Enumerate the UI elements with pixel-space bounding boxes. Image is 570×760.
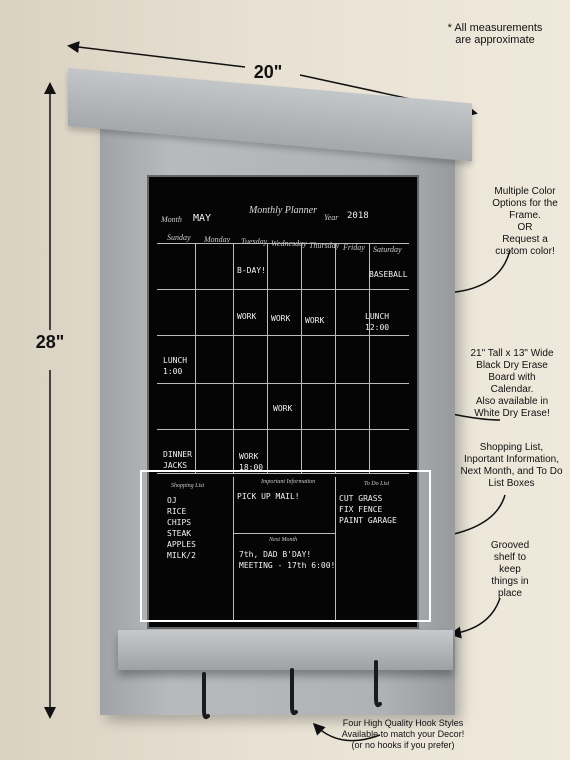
todo-list-title: To Do List bbox=[364, 481, 390, 487]
grid-line bbox=[335, 477, 336, 622]
lists-highlight-box bbox=[140, 470, 431, 622]
month-label: Month bbox=[161, 215, 182, 224]
month-value: MAY bbox=[193, 213, 212, 224]
year-value: 2018 bbox=[347, 211, 369, 221]
todo-list-items: CUT GRASS FIX FENCE PAINT GARAGE bbox=[339, 494, 397, 525]
width-arrow bbox=[67, 41, 246, 68]
grid-line bbox=[157, 335, 409, 336]
calendar-entry: B-DAY! bbox=[237, 266, 266, 275]
weekday-saturday: Saturday bbox=[373, 245, 402, 254]
color-options-note: Multiple Color Options for the Frame. OR… bbox=[492, 186, 558, 257]
width-label: 20" bbox=[253, 62, 283, 82]
weekday-sunday: Sunday bbox=[167, 233, 191, 242]
grid-line bbox=[335, 243, 336, 473]
important-info-title: Important Information bbox=[261, 479, 316, 485]
grid-line bbox=[195, 243, 196, 473]
calendar-entry: WORK bbox=[305, 316, 325, 325]
grooved-shelf bbox=[118, 630, 453, 670]
calendar-entry: DINNER JACKS bbox=[163, 450, 192, 470]
grid-line bbox=[157, 473, 409, 474]
calendar-entry: WORK bbox=[271, 314, 291, 323]
shelf-arrow bbox=[449, 597, 501, 639]
calendar-entry: BASEBALL bbox=[369, 270, 408, 279]
grid-line bbox=[301, 243, 302, 473]
height-label: 28" bbox=[35, 332, 65, 352]
hook-icon bbox=[374, 660, 382, 708]
weekday-thursday: Thursday bbox=[309, 241, 340, 250]
hooks-arrow bbox=[312, 722, 381, 742]
list-boxes-note: Shopping List, Inportant Information, Ne… bbox=[460, 442, 563, 489]
grid-line bbox=[157, 289, 409, 290]
weekday-tuesday: Tuesday bbox=[241, 237, 268, 246]
grid-line bbox=[157, 429, 409, 430]
calendar-entry: LUNCH 12:00 bbox=[365, 312, 390, 332]
grid-line bbox=[233, 243, 234, 473]
board-title: Monthly Planner bbox=[248, 205, 318, 216]
next-month-text: 7th, DAD B'DAY! MEETING - 17th 6:00! bbox=[239, 550, 336, 570]
hook-icon bbox=[202, 672, 210, 720]
grid-line bbox=[157, 383, 409, 384]
weekday-monday: Monday bbox=[204, 235, 231, 244]
hooks-note: Four High Quality Hook Styles Available … bbox=[341, 718, 465, 750]
calendar-entry: WORK bbox=[273, 404, 293, 413]
important-info-text: PICK UP MAIL! bbox=[237, 492, 300, 501]
grid-line bbox=[157, 243, 409, 244]
grid-line bbox=[267, 243, 268, 473]
shelf-note: Grooved shelf to keep things in place bbox=[490, 540, 530, 599]
shopping-list-items: OJ RICE CHIPS STEAK APPLES MILK/2 bbox=[167, 496, 196, 560]
shopping-list-title: Shopping List bbox=[171, 483, 205, 489]
weekday-friday: Friday bbox=[343, 243, 365, 252]
calendar-entry: LUNCH 1:00 bbox=[163, 356, 188, 376]
measurements-note: * All measurements are approximate bbox=[447, 22, 543, 46]
grid-line bbox=[233, 533, 335, 534]
calendar-entry: WORK 18:00 bbox=[239, 452, 264, 472]
grid-line bbox=[369, 243, 370, 473]
calendar-entry: WORK bbox=[237, 312, 257, 321]
colors-arrow bbox=[442, 249, 511, 299]
year-label: Year bbox=[324, 213, 339, 222]
grid-line bbox=[233, 477, 234, 622]
hook-icon bbox=[290, 668, 298, 716]
dry-erase-board: Monthly Planner Month MAY Year 2018 Sund… bbox=[147, 175, 419, 629]
board-size-note: 21" Tall x 13" Wide Black Dry Erase Boar… bbox=[470, 348, 554, 419]
next-month-title: Next Month bbox=[269, 537, 298, 543]
